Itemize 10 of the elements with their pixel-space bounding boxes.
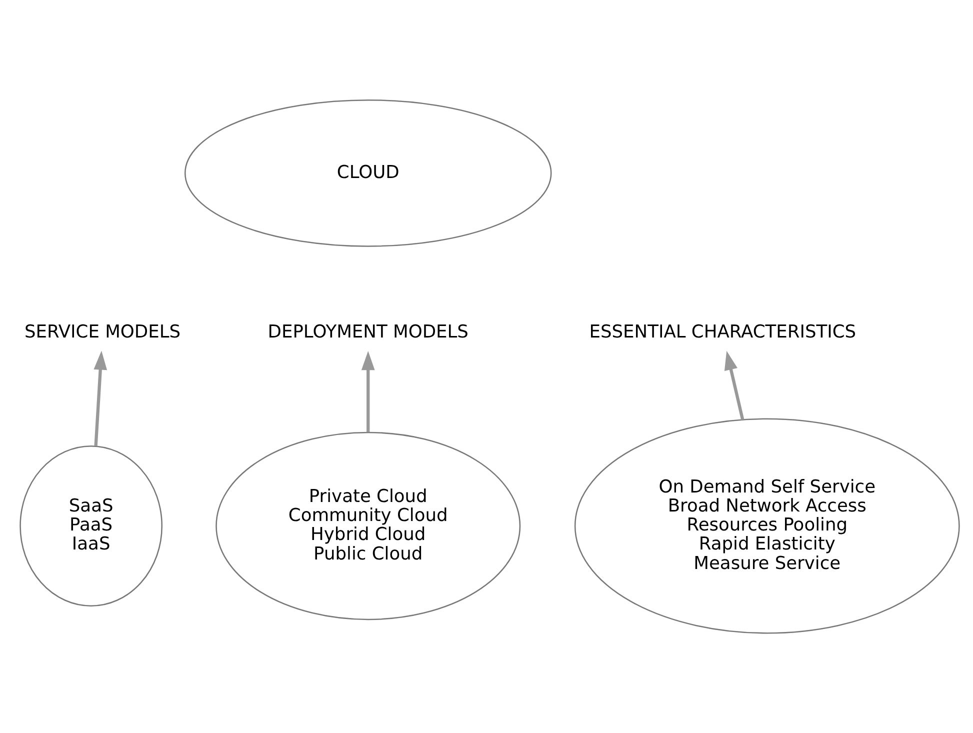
node-ellipse: Private Cloud Community Cloud Hybrid Cloud Public Cloud <box>216 432 521 620</box>
node-text: SERVICE MODELS <box>24 321 181 342</box>
arrow <box>361 351 375 432</box>
arrow <box>94 350 108 446</box>
arrow <box>724 350 744 420</box>
node-text: DEPLOYMENT MODELS <box>268 321 468 342</box>
node-ellipse: CLOUD <box>184 99 552 247</box>
node-text: ESSENTIAL CHARACTERISTICS <box>589 321 856 342</box>
node-ellipse: SaaS PaaS IaaS <box>20 445 163 606</box>
node-ellipse: On Demand Self Service Broad Network Access Resources Pooling Rapid Elasticity Measure Service <box>574 418 960 634</box>
